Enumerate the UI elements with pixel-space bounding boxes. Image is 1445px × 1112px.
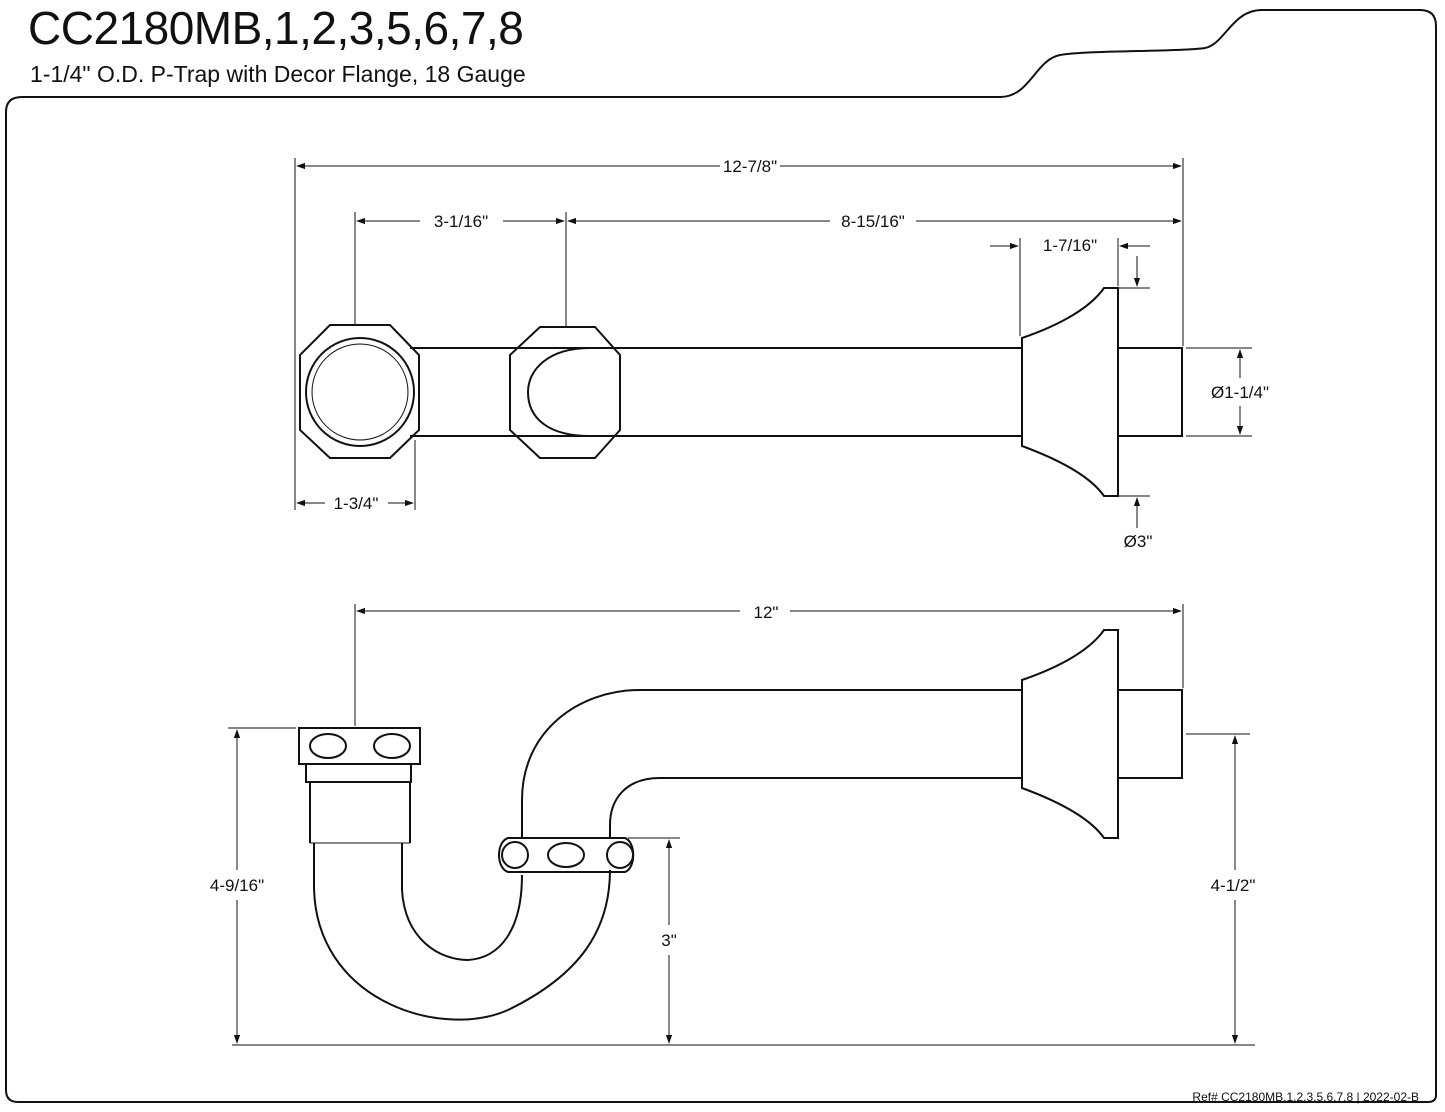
slip-nut-trap-side [498, 837, 635, 873]
decor-flange [1021, 287, 1119, 497]
page-title: CC2180MB,1,2,3,5,6,7,8 [28, 2, 524, 54]
side-view: 12" 4-9/16" 3" 4-1/2" [210, 603, 1256, 1046]
dim-trap-nut-height: 3" [661, 931, 677, 950]
slip-nut-outlet [299, 324, 420, 459]
top-view: 12-7/8" 3-1/16" 8-15/16" 1-7/16" Ø3" Ø1-… [294, 157, 1269, 551]
dim-pipe-od: Ø1-1/4" [1211, 383, 1269, 402]
decor-flange-side [1021, 629, 1119, 839]
drawing-frame [5, 9, 1437, 1103]
dim-flange-od: Ø3" [1124, 532, 1153, 551]
dim-tailpiece-height: 4-9/16" [210, 876, 264, 895]
dim-nut-spacing: 3-1/16" [434, 212, 488, 231]
dim-reach: 12" [754, 603, 779, 622]
dim-overall-length: 12-7/8" [723, 157, 777, 176]
slip-nut-tailpiece [298, 727, 421, 765]
slip-nut-trap [509, 326, 621, 459]
dim-flange-depth: 1-7/16" [1043, 236, 1097, 255]
page-subtitle: 1-1/4" O.D. P-Trap with Decor Flange, 18… [30, 61, 526, 87]
reference-number: Ref# CC2180MB,1,2,3,5,6,7,8 | 2022-02-B [1192, 1090, 1419, 1104]
trap-u-bend [313, 843, 611, 1021]
dim-nut-width: 1-3/4" [334, 494, 379, 513]
dim-arm-length: 8-15/16" [841, 212, 905, 231]
dim-arm-height: 4-1/2" [1211, 876, 1256, 895]
